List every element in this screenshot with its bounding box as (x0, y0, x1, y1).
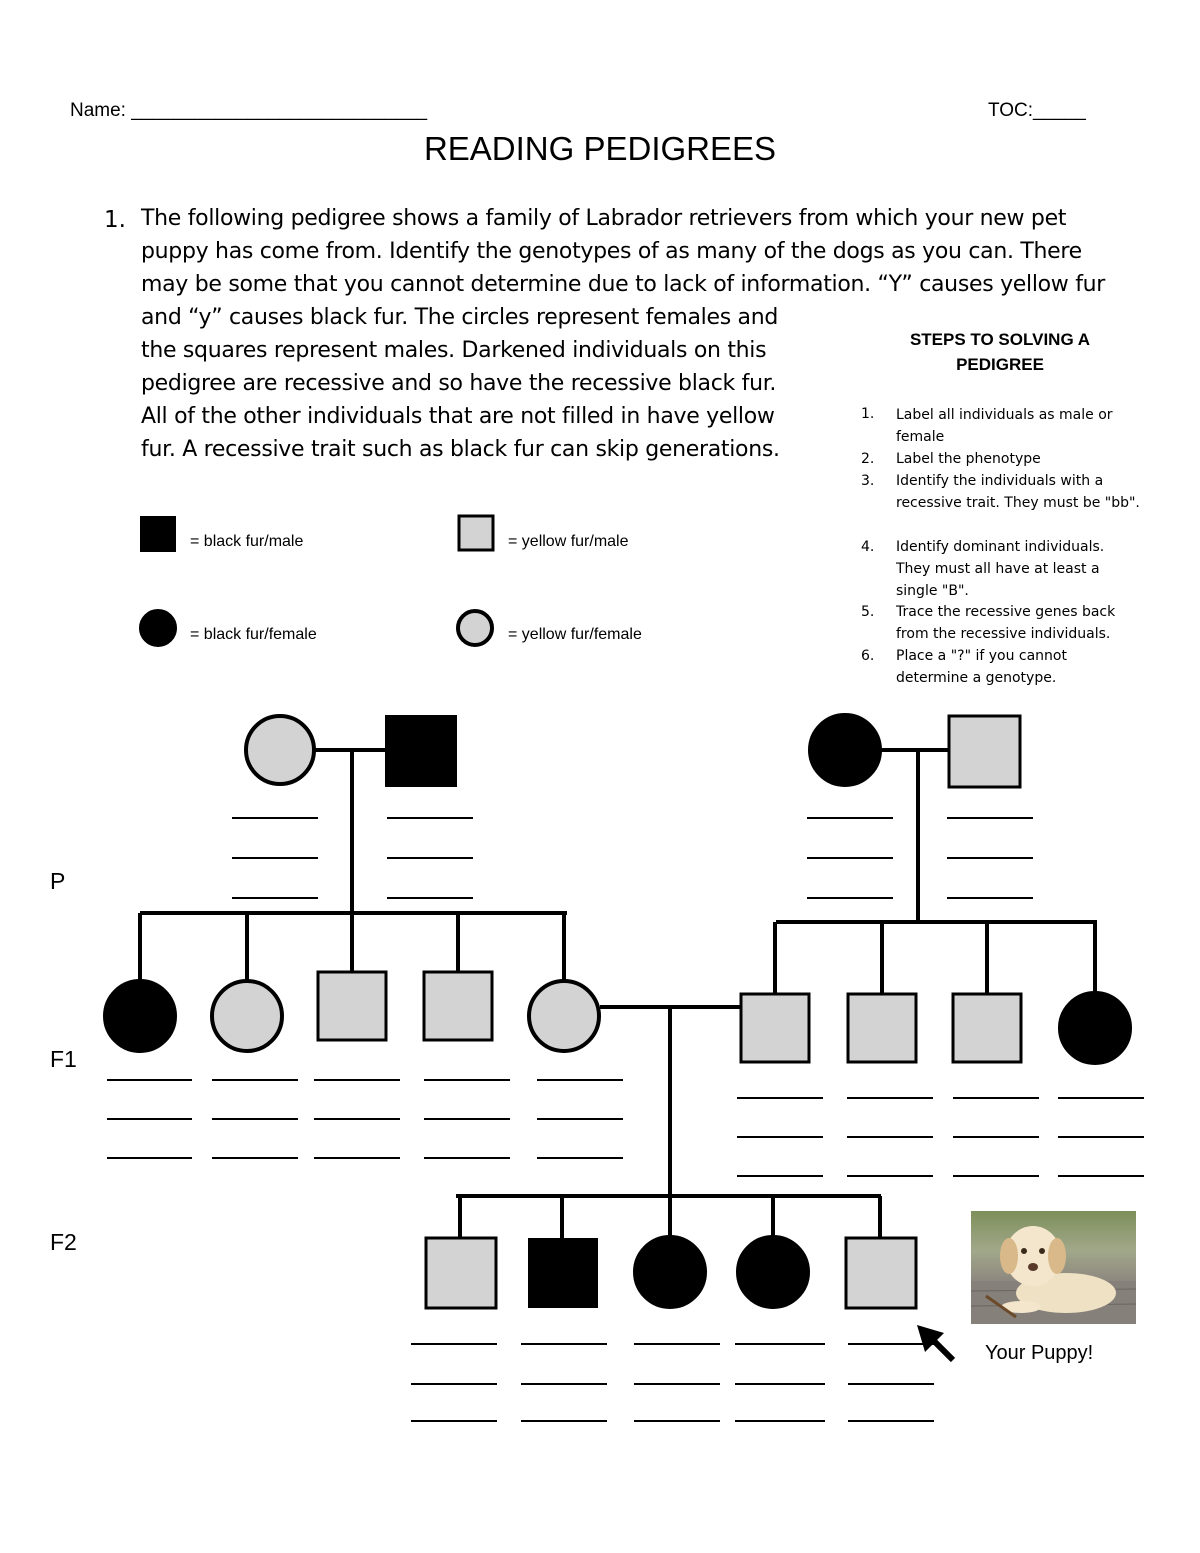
legend-black-female-symbol (141, 611, 175, 645)
f2-individual (635, 1237, 705, 1307)
f2-individual (738, 1237, 808, 1307)
f1-individual (529, 981, 599, 1051)
f2-individual (528, 1238, 598, 1308)
f2-individual (846, 1238, 916, 1308)
p-female-black (810, 715, 880, 785)
legend-black-male-symbol (140, 516, 176, 552)
f1-individual (105, 981, 175, 1051)
f1-individual (318, 972, 386, 1040)
p-male-black (385, 715, 457, 787)
f1-individual (953, 994, 1021, 1062)
legend-yellow-male-symbol (459, 516, 493, 550)
f1-individual (424, 972, 492, 1040)
f1-individual (848, 994, 916, 1062)
f1-individual (212, 981, 282, 1051)
p-male-yellow (949, 716, 1020, 787)
f1-individual (1060, 993, 1130, 1063)
f1-individual (741, 994, 809, 1062)
f2-individual (426, 1238, 496, 1308)
p-female-yellow (246, 716, 314, 784)
legend-yellow-female-symbol (458, 611, 492, 645)
